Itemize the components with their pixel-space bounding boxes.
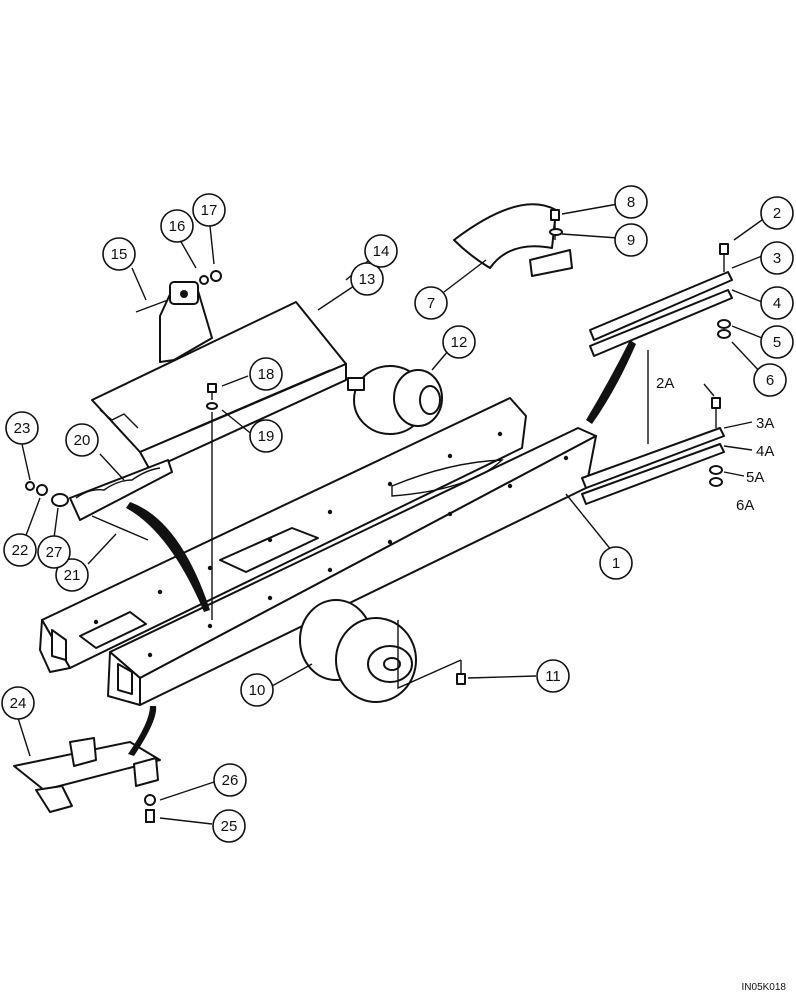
- callout-15: 15: [102, 237, 136, 271]
- callout-27: 27: [37, 535, 71, 569]
- callout-4-label: 4: [773, 295, 781, 312]
- callout-12-label: 12: [451, 334, 468, 351]
- callout-15-label: 15: [111, 246, 128, 263]
- callout-13: 13: [350, 262, 384, 296]
- callout-24: 24: [1, 686, 35, 720]
- callout-1-label: 1: [612, 555, 620, 572]
- bolt-18-19: [206, 383, 218, 620]
- callout-17-label: 17: [201, 202, 218, 219]
- callout-14: 14: [364, 234, 398, 268]
- bottom-roller: [299, 599, 417, 703]
- callout-7: 7: [414, 286, 448, 320]
- callout-20-label: 20: [74, 432, 91, 449]
- callout-24-label: 24: [10, 695, 27, 712]
- top-guard: [91, 301, 347, 471]
- mounting-bracket: [13, 706, 161, 823]
- callout-22: 22: [3, 533, 37, 567]
- callout-16: 16: [160, 209, 194, 243]
- callout-7-label: 7: [427, 295, 435, 312]
- callout-9: 9: [614, 223, 648, 257]
- callout-22-label: 22: [12, 542, 29, 559]
- callout-25-label: 25: [221, 818, 238, 835]
- callout-18: 18: [249, 357, 283, 391]
- callout-18-label: 18: [258, 366, 275, 383]
- callout-9-label: 9: [627, 232, 635, 249]
- callout-5: 5: [760, 325, 794, 359]
- callout-8: 8: [614, 185, 648, 219]
- callout-2: 2: [760, 196, 794, 230]
- callout-1: 1: [599, 546, 633, 580]
- callout-3: 3: [760, 241, 794, 275]
- callout-6-label: 6: [766, 372, 774, 389]
- sprocket-chain: [25, 459, 210, 612]
- wear-strips: [581, 243, 733, 505]
- label-2a: 2A: [656, 375, 674, 392]
- callout-20: 20: [65, 423, 99, 457]
- callout-21: 21: [55, 558, 89, 592]
- top-roller: [347, 365, 443, 435]
- label-3a: 3A: [756, 415, 774, 432]
- top-cover: [453, 203, 573, 277]
- label-4a: 4A: [756, 443, 774, 460]
- callout-21-label: 21: [64, 567, 81, 584]
- callout-14-label: 14: [373, 243, 390, 260]
- callout-10: 10: [240, 673, 274, 707]
- callout-5-label: 5: [773, 334, 781, 351]
- callout-19: 19: [249, 419, 283, 453]
- callout-19-label: 19: [258, 428, 275, 445]
- guard-bracket: [135, 270, 222, 363]
- callout-10-label: 10: [249, 682, 266, 699]
- callout-25: 25: [212, 809, 246, 843]
- callout-11-label: 11: [545, 668, 561, 685]
- track-frame: [39, 397, 597, 706]
- rail-bolt-holes: [93, 431, 569, 658]
- callout-12: 12: [442, 325, 476, 359]
- callout-8-label: 8: [627, 194, 635, 211]
- callout-16-label: 16: [169, 218, 186, 235]
- callout-11: 11: [536, 659, 570, 693]
- callout-17: 17: [192, 193, 226, 227]
- callout-2-label: 2: [773, 205, 781, 222]
- callout-23: 23: [5, 411, 39, 445]
- bolt-11: [397, 620, 466, 690]
- callout-26-label: 26: [222, 772, 239, 789]
- bolt-washer-8-9: [549, 209, 563, 240]
- label-5a: 5A: [746, 469, 764, 486]
- callout-23-label: 23: [14, 420, 31, 437]
- drawing-code: IN05K018: [742, 982, 787, 993]
- callout-6: 6: [753, 363, 787, 397]
- callout-13-label: 13: [359, 271, 376, 288]
- callout-4: 4: [760, 286, 794, 320]
- callout-26: 26: [213, 763, 247, 797]
- label-6a: 6A: [736, 497, 754, 514]
- callout-3-label: 3: [773, 250, 781, 267]
- leader-lines: [17, 203, 763, 825]
- callout-27-label: 27: [46, 544, 63, 561]
